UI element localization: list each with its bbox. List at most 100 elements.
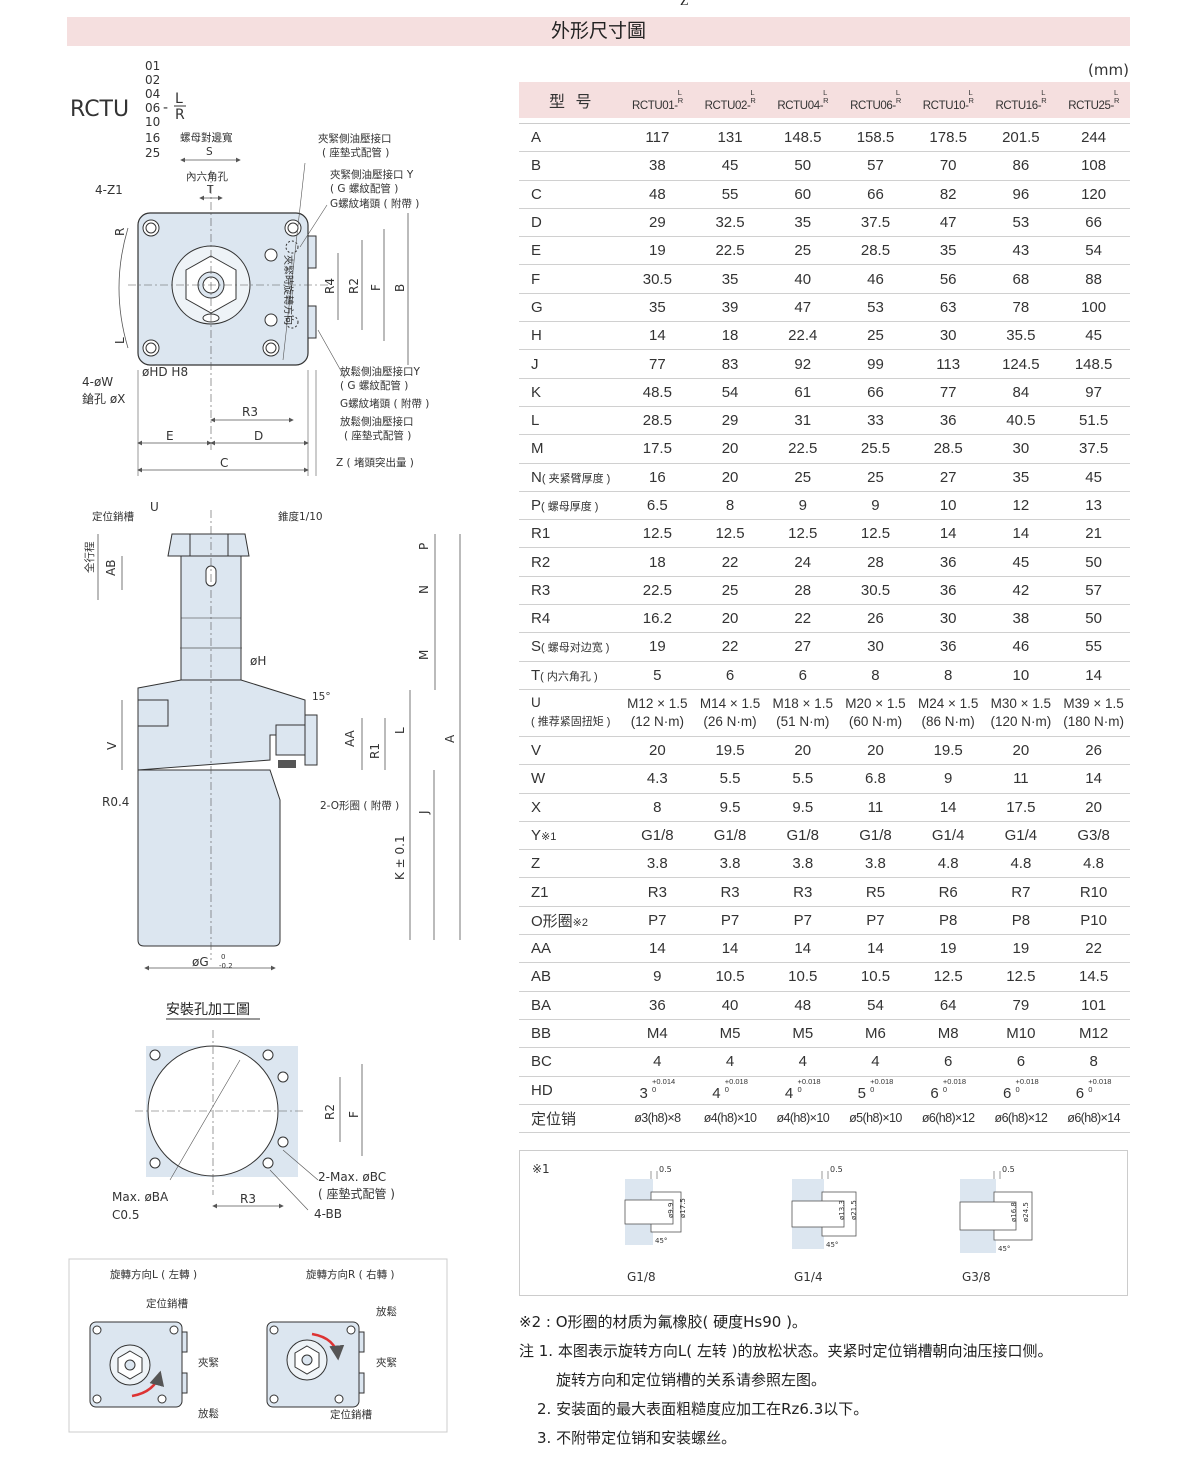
table-cell: 50 <box>766 151 840 181</box>
rot-release: 放鬆 <box>198 1407 219 1420</box>
table-cell: 11 <box>839 793 912 822</box>
row-key: Z <box>519 849 621 879</box>
table-cell: 50 <box>1057 604 1130 634</box>
row-key: D <box>519 208 621 238</box>
table-cell: 14 <box>621 934 694 964</box>
table-cell: 24 <box>766 547 840 577</box>
table-cell: 148.5 <box>766 123 840 153</box>
row-key-label: AB <box>531 968 552 986</box>
thread-name: G1/8 <box>627 1270 656 1284</box>
label-deg: 15° <box>312 691 331 703</box>
table-cell: 36 <box>911 576 985 606</box>
table-cell: M5 <box>693 1019 767 1049</box>
row-key-sub: ( 推荐紧固扭矩 ) <box>531 716 611 729</box>
table-cell: 46 <box>839 264 912 294</box>
table-cell: 22 <box>1057 934 1130 964</box>
row-key: AB <box>519 962 621 992</box>
table-cell: 6 <box>984 1047 1058 1077</box>
table-cell: 9 <box>839 491 912 521</box>
table-cell: 14.5 <box>1057 962 1130 992</box>
row-key: 定位销 <box>519 1104 621 1134</box>
row-key-label: BA <box>531 996 552 1014</box>
torque: (51 N·m) <box>776 713 830 729</box>
table-cell: 178.5 <box>911 123 985 153</box>
table-cell: 22.5 <box>693 236 767 266</box>
table-cell: 8 <box>1057 1047 1130 1077</box>
table-cell: G1/4 <box>911 821 985 851</box>
row-key: L <box>519 406 621 436</box>
row-key: W <box>519 764 621 794</box>
row-key-label: T <box>531 666 541 684</box>
chamfer-label: 0.5 <box>659 1165 672 1174</box>
size-02: 02 <box>145 73 160 87</box>
table-cell: 38 <box>621 151 694 181</box>
table-cell: 28 <box>766 576 840 606</box>
table-cell: P7 <box>621 906 694 936</box>
row-key-label: A <box>531 129 542 147</box>
hd-value: 3 <box>639 1085 648 1103</box>
table-cell: 48 <box>766 991 840 1020</box>
row-key-sub: ( 螺母厚度 ) <box>541 501 599 513</box>
row-key-label: HD <box>531 1081 553 1099</box>
table-cell: 35 <box>984 463 1058 492</box>
table-cell: 4 <box>766 1047 840 1077</box>
table-cell: 31 <box>766 406 840 436</box>
row-key: H <box>519 321 621 351</box>
note-4: 3. 不附带定位销和安装螺丝。 <box>537 1429 737 1447</box>
table-cell: G1/8 <box>621 821 694 851</box>
table-cell: 4.3 <box>621 764 694 794</box>
note-2: ※2 : O形圈的材质为氟橡胶( 硬度Hs90 )。 <box>519 1313 807 1331</box>
d1-label: ø9.9 <box>667 1203 675 1218</box>
row-key-label: H <box>531 327 542 345</box>
table-cell: P10 <box>1057 906 1130 936</box>
hd-tol-lower: 0 <box>652 1085 657 1095</box>
mount-f: F <box>347 1111 361 1118</box>
table-cell: 9 <box>621 962 694 992</box>
label-r04: R0.4 <box>102 795 129 809</box>
table-cell: 30.5 <box>839 576 912 606</box>
dim-e: E <box>166 429 174 443</box>
table-cell: 63 <box>911 293 985 323</box>
table-cell: ø5(h8)×10 <box>839 1104 912 1134</box>
mount-view <box>135 1030 363 1211</box>
table-cell: 18 <box>621 547 694 577</box>
torque: (86 N·m) <box>921 713 975 729</box>
table-cell: 45 <box>984 547 1058 577</box>
size-06: 06 <box>145 101 160 115</box>
row-key-sub: ※1 <box>541 830 557 843</box>
label-a: A <box>443 734 457 743</box>
table-cell: 14 <box>1057 764 1130 794</box>
row-key-label: B <box>531 157 542 175</box>
header-key: 型 号 <box>519 82 621 118</box>
table-cell: 37.5 <box>839 208 912 238</box>
table-cell: M30 × 1.5(120 N·m) <box>984 689 1058 737</box>
table-cell: 30 <box>911 321 985 351</box>
label-t-letter: T <box>206 184 214 196</box>
label-release-port-y: 放鬆側油壓接口Y <box>340 365 420 378</box>
table-cell: 3.8 <box>693 849 767 879</box>
table-cell: 29 <box>693 406 767 436</box>
page-mark: Z <box>680 0 689 9</box>
table-cell: 8 <box>621 793 694 822</box>
row-key-label: S <box>531 638 542 656</box>
rotation-left <box>89 1321 188 1408</box>
table-cell: 12.5 <box>766 519 840 549</box>
table-cell: 21 <box>1057 519 1130 549</box>
label-taper: 錐度1/10 <box>278 510 323 523</box>
thread-size: M12 × 1.5 <box>627 695 688 711</box>
table-cell: 8 <box>911 661 985 690</box>
table-cell: M39 × 1.5(180 N·m) <box>1057 689 1130 737</box>
table-cell: 25 <box>839 463 912 492</box>
